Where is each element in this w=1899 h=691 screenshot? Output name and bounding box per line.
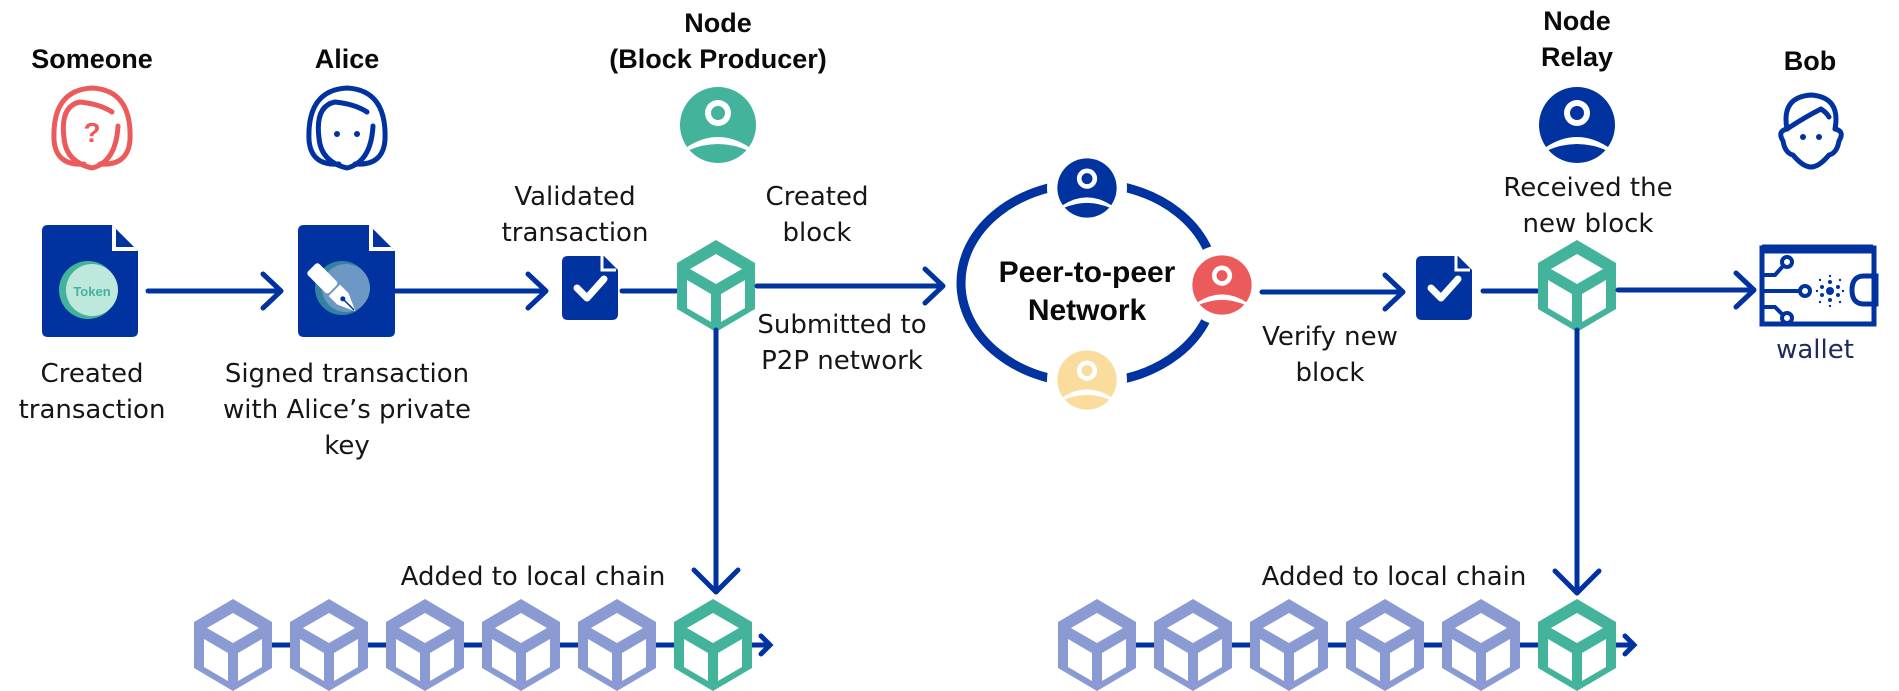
wallet-label: wallet: [1776, 335, 1854, 365]
left-chain-label: Added to local chain: [401, 562, 666, 592]
caption-created-block-2: block: [783, 218, 852, 248]
chain-block-icon: [1154, 599, 1232, 691]
female-person-icon: [306, 85, 388, 171]
actor-label-alice: Alice: [315, 44, 380, 74]
caption-verify-2: block: [1296, 358, 1365, 388]
peer-node-blue-icon: [1057, 158, 1117, 218]
chain-block-icon: [1442, 599, 1520, 691]
caption-validated-2: transaction: [502, 218, 649, 248]
caption-created-transaction-2: transaction: [19, 395, 166, 425]
right-local-chain: [1058, 599, 1638, 691]
chain-continuation-arrow: [758, 633, 774, 657]
chain-block-icon: [578, 599, 656, 691]
signed-document-icon: [298, 225, 395, 337]
caption-received-2: new block: [1523, 209, 1654, 239]
anonymous-person-icon: ?: [51, 85, 133, 171]
peer-node-red-icon: [1192, 255, 1252, 315]
network-title-2: Network: [1028, 294, 1147, 327]
chain-block-icon: [1250, 599, 1328, 691]
caption-created-transaction-1: Created: [41, 359, 144, 389]
caption-signed-2: with Alice’s private: [223, 395, 471, 425]
arrow-to-left-chain: [691, 327, 741, 595]
token-document-icon: Token: [42, 225, 138, 337]
new-block-cube-icon: [677, 240, 755, 332]
caption-signed-3: key: [324, 431, 370, 461]
received-block-cube-icon: [1538, 240, 1616, 332]
caption-verify-1: Verify new: [1262, 322, 1398, 352]
arrow-to-validated: [375, 271, 549, 311]
wallet-icon: [1759, 244, 1879, 327]
chain-block-icon: [1346, 599, 1424, 691]
chain-block-icon: [194, 599, 272, 691]
new-chain-block-icon: [1538, 599, 1616, 691]
token-label: Token: [73, 284, 110, 299]
peer-node-yellow-icon: [1057, 350, 1117, 410]
caption-validated-1: Validated: [514, 182, 635, 212]
actor-label-bob: Bob: [1784, 46, 1836, 76]
caption-signed-1: Signed transaction: [225, 359, 469, 389]
actor-label-node-producer: Node: [684, 8, 752, 38]
actor-label-node-producer-role: (Block Producer): [609, 44, 827, 74]
chain-block-icon: [1058, 599, 1136, 691]
arrow-to-right-chain: [1552, 327, 1602, 596]
caption-submitted-2: P2P network: [761, 346, 923, 376]
caption-submitted-1: Submitted to: [757, 310, 926, 340]
validated-document-icon: [562, 256, 618, 320]
new-chain-block-icon: [674, 599, 752, 691]
actor-label-someone: Someone: [31, 44, 153, 74]
arrow-to-wallet: [1615, 270, 1757, 310]
svg-text:?: ?: [83, 117, 100, 148]
caption-created-block-1: Created: [766, 182, 869, 212]
node-relay-icon: [1539, 87, 1615, 163]
chain-continuation-arrow: [1622, 633, 1638, 657]
actor-label-node-relay: Node: [1543, 6, 1611, 36]
node-producer-icon: [680, 87, 756, 163]
network-title-1: Peer-to-peer: [999, 256, 1176, 289]
actor-label-node-relay-role: Relay: [1541, 42, 1613, 72]
male-person-icon: [1778, 92, 1844, 170]
chain-block-icon: [482, 599, 560, 691]
arrow-to-network: [754, 266, 946, 306]
verified-document-icon: [1416, 256, 1472, 320]
left-local-chain: [194, 599, 774, 691]
chain-block-icon: [290, 599, 368, 691]
chain-block-icon: [386, 599, 464, 691]
arrow-to-signed: [145, 271, 284, 311]
caption-received-1: Received the: [1503, 173, 1672, 203]
arrow-to-verify: [1259, 272, 1406, 312]
right-chain-label: Added to local chain: [1262, 562, 1527, 592]
